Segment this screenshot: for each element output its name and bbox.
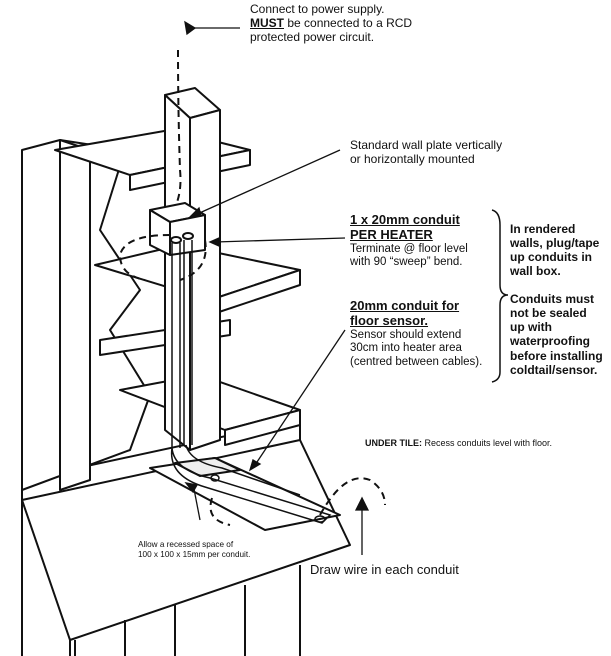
rendered-walls-note: In rendered walls, plug/tape up conduits…	[510, 222, 599, 279]
sealed-line1: Conduits must	[510, 292, 594, 306]
sensor-conduit-note: 20mm conduit for floor sensor. Sensor sh…	[350, 298, 482, 369]
wall-plate-note: Standard wall plate vertically or horizo…	[350, 138, 502, 166]
sensor-conduit-title1: 20mm conduit for	[350, 298, 460, 313]
sealed-line6: coldtail/sensor.	[510, 362, 598, 377]
sensor-conduit-line3: (centred between cables).	[350, 355, 483, 368]
power-line2: MUST be connected to a RCD	[250, 16, 412, 30]
recess-line1: Allow a recessed space of	[138, 540, 234, 549]
floor-recess	[149, 457, 341, 531]
brace	[491, 209, 509, 383]
under-tile-label: UNDER TILE:	[365, 438, 422, 448]
draw-wires	[118, 49, 386, 526]
draw-wire-note: Draw wire in each conduit	[310, 562, 459, 577]
heater-conduit-line1: Terminate @ floor level	[350, 242, 468, 255]
wall-plate-line2: or horizontally mounted	[350, 152, 475, 167]
rendered-line4: wall box.	[510, 264, 561, 279]
heater-conduit-title2: PER HEATER	[350, 227, 433, 243]
rendered-line2: walls, plug/tape	[510, 236, 600, 251]
under-tile-rest: Recess conduits level with floor.	[422, 438, 553, 448]
heater-conduit-title1: 1 x 20mm conduit	[350, 212, 460, 227]
sensor-conduit-line2: 30cm into heater area	[350, 342, 462, 355]
must-emphasis: MUST	[250, 16, 284, 31]
under-tile-note: UNDER TILE: Recess conduits level with f…	[365, 438, 552, 449]
rendered-line3: up conduits in	[510, 250, 592, 265]
sealed-note: Conduits must not be sealed up with wate…	[510, 292, 603, 377]
wall-plate-line1: Standard wall plate vertically	[350, 138, 503, 152]
rendered-line1: In rendered	[510, 222, 576, 236]
sealed-line5: before installing	[510, 348, 603, 363]
wall-box	[149, 202, 206, 256]
sealed-line2: not be sealed	[510, 306, 587, 321]
leader-lines	[184, 20, 370, 555]
recess-line2: 100 x 100 x 15mm per conduit.	[138, 549, 251, 559]
recess-note: Allow a recessed space of 100 x 100 x 15…	[138, 540, 250, 559]
power-line1: Connect to power supply.	[250, 2, 385, 16]
heater-conduit-note: 1 x 20mm conduit PER HEATER Terminate @ …	[350, 212, 468, 270]
power-note: Connect to power supply. MUST be connect…	[250, 2, 412, 44]
sensor-conduit-line1: Sensor should extend	[350, 328, 462, 341]
wall-section	[21, 139, 151, 491]
sensor-conduit-title2: floor sensor.	[350, 313, 429, 329]
sealed-line4: waterproofing	[510, 334, 590, 349]
power-line2-rest: be connected to a RCD	[284, 16, 413, 31]
sealed-line3: up with	[510, 320, 552, 335]
heater-conduit-line2: with 90 “sweep” bend.	[350, 256, 463, 269]
power-line3: protected power circuit.	[250, 30, 375, 45]
